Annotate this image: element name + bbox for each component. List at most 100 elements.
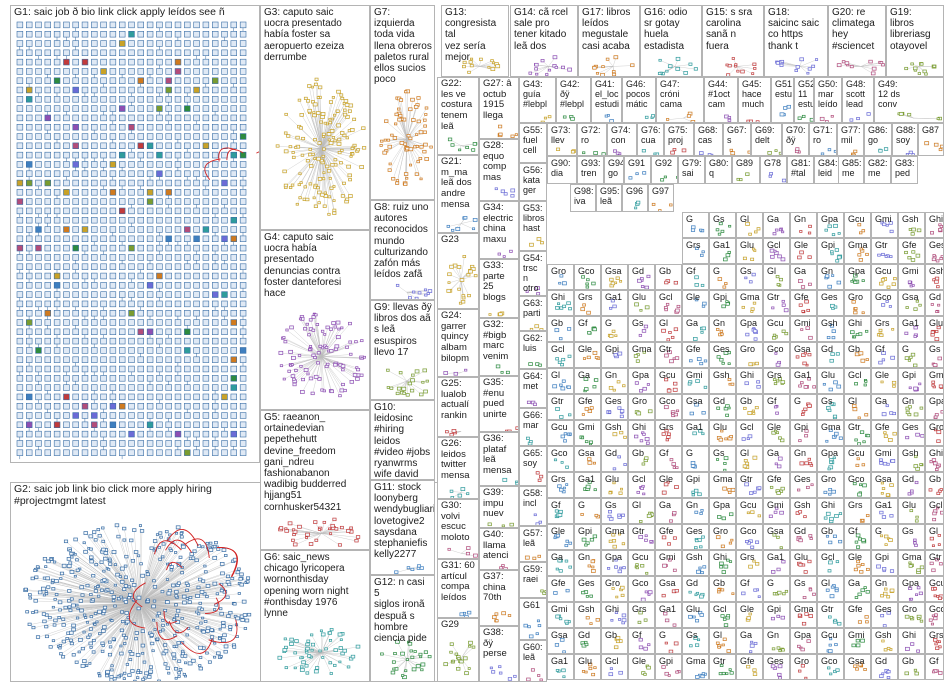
group-small[interactable]: Gn — [790, 212, 817, 238]
group-small[interactable]: Glu — [628, 290, 655, 316]
group-g91[interactable]: G91 — [624, 156, 651, 184]
group-g88[interactable]: G88: soy — [892, 123, 918, 156]
group-g92[interactable]: G92 — [651, 156, 678, 184]
group-small[interactable]: Gcl — [844, 368, 871, 394]
group-g98[interactable]: G98: iva — [570, 184, 596, 212]
group-g15[interactable]: G15: s sra carolina sanã n fuera — [702, 5, 764, 77]
group-small[interactable]: Gb — [547, 316, 574, 342]
group-small[interactable]: Gle — [871, 368, 898, 394]
group-g56[interactable]: G56: kata ger — [519, 163, 547, 201]
group-g8[interactable]: G8: ruiz uno autores reconocidos mundo c… — [370, 200, 435, 300]
group-small[interactable]: Gb — [655, 264, 682, 290]
group-g84[interactable]: G84: leid — [814, 156, 841, 184]
group-g36[interactable]: G36: plataf leã mensa — [479, 432, 519, 486]
group-small[interactable]: Gsh — [709, 368, 736, 394]
group-g14[interactable]: G14: cã rcel sale pro tener kitado leã d… — [510, 5, 578, 77]
group-small[interactable]: Gn — [817, 264, 844, 290]
group-g17[interactable]: G17: libros leídos megustale casi acaba — [578, 5, 640, 77]
group-g9[interactable]: G9: llevas ðÿ libros dos aã s leã esuspi… — [370, 300, 435, 400]
group-small[interactable]: Gs — [709, 212, 736, 238]
group-small[interactable]: Gl — [763, 264, 790, 290]
group-small[interactable]: Ga — [790, 264, 817, 290]
group-g64[interactable]: G64: met — [519, 369, 547, 408]
group-g62[interactable]: G62: luis — [519, 331, 547, 369]
group-g78[interactable]: G78 — [760, 156, 787, 184]
group-small[interactable]: Gtr — [763, 290, 790, 316]
group-small[interactable]: Gl — [655, 316, 682, 342]
group-g49[interactable]: G49: 12 ds conv — [874, 77, 944, 123]
group-small[interactable]: Grs — [574, 290, 601, 316]
group-small[interactable]: Ga1 — [601, 290, 628, 316]
group-small[interactable]: Gtr — [655, 342, 682, 368]
group-g77[interactable]: G77: mil — [837, 123, 864, 156]
group-small[interactable]: Ges — [817, 290, 844, 316]
group-small[interactable]: Gpi — [817, 238, 844, 264]
group-small[interactable]: Grs — [763, 368, 790, 394]
group-g57[interactable]: G57: leã — [519, 526, 547, 562]
group-small[interactable]: Gco — [763, 342, 790, 368]
group-g30[interactable]: G30: volvi escuc moloto — [437, 499, 479, 559]
group-small[interactable]: Gcu — [844, 212, 871, 238]
group-small[interactable]: Gle — [790, 238, 817, 264]
group-small[interactable]: Gpa — [844, 264, 871, 290]
group-small[interactable]: Gfe — [898, 238, 925, 264]
group-g71[interactable]: G71: ro — [809, 123, 837, 156]
group-g28[interactable]: G28: equo comp mas — [479, 139, 519, 201]
group-small[interactable]: Gma — [628, 342, 655, 368]
group-small[interactable]: Gcl — [763, 238, 790, 264]
group-g46[interactable]: G46: pocos mátic — [622, 77, 656, 123]
group-small[interactable]: Gfe — [790, 290, 817, 316]
group-small[interactable]: Gmi — [898, 264, 925, 290]
group-g7[interactable]: G7: izquierda toda vida llena obreros pa… — [370, 5, 435, 200]
group-small[interactable]: Gsa — [898, 290, 925, 316]
group-small[interactable]: Gcu — [763, 316, 790, 342]
group-small[interactable]: Gcl — [655, 290, 682, 316]
group-small[interactable]: Ghi — [736, 368, 763, 394]
group-g55[interactable]: G55: fuel cell — [519, 123, 547, 163]
group-g54[interactable]: G54: trsc n otro — [519, 251, 547, 296]
group-small[interactable]: Gtr — [547, 394, 574, 420]
group-small[interactable]: Gsa — [682, 394, 709, 420]
group-g12[interactable]: G12: n casi 5 siglos ironã despuã s homb… — [370, 575, 435, 682]
group-small[interactable]: G — [709, 264, 736, 290]
group-small[interactable]: Gma — [844, 238, 871, 264]
group-g74[interactable]: G74: con — [607, 123, 637, 156]
group-g58[interactable]: G58: incl — [519, 486, 547, 526]
group-small[interactable]: Gpi — [709, 290, 736, 316]
group-g65[interactable]: G65: soy — [519, 446, 547, 486]
group-g44[interactable]: G44: #1oct cam — [704, 77, 738, 123]
group-g83[interactable]: G83: ped — [891, 156, 918, 184]
group-g40[interactable]: G40: llama atenci — [479, 528, 519, 570]
group-g23[interactable]: G23 — [437, 233, 479, 309]
group-g24[interactable]: G24: garrer quincy albam bilopm — [437, 309, 479, 377]
group-g5[interactable]: G5: raeanon_ ortainedevian pepethehutt d… — [260, 410, 370, 550]
group-small[interactable]: G — [898, 342, 925, 368]
group-g61[interactable]: G61 — [519, 598, 547, 640]
group-small[interactable]: Gcu — [655, 368, 682, 394]
group-g20[interactable]: G20: re climatega hey #sciencet — [828, 5, 886, 77]
group-g16[interactable]: G16: odio sr gotay huela estadista — [640, 5, 702, 77]
group-small[interactable]: Gle — [682, 290, 709, 316]
group-small[interactable]: Ghi — [547, 290, 574, 316]
group-g93[interactable]: G93: tren — [577, 156, 604, 184]
group-g47[interactable]: G47: cróni cama — [656, 77, 704, 123]
group-small[interactable]: Gfe — [574, 394, 601, 420]
group-g22[interactable]: G22: les ve costura tenem leã — [437, 77, 479, 155]
group-small[interactable]: Gf — [871, 342, 898, 368]
group-g27[interactable]: G27: â octub 1915 llega — [479, 77, 519, 139]
group-g51[interactable]: G51 estu — [771, 77, 794, 123]
group-small[interactable]: Gro — [628, 394, 655, 420]
group-g10[interactable]: G10: leidosinc #hiring leidos #video #jo… — [370, 400, 435, 480]
group-small[interactable]: Gro — [547, 264, 574, 290]
group-small[interactable]: Gma — [736, 290, 763, 316]
group-g33[interactable]: G33: parte 25 blogs — [479, 259, 519, 318]
group-small[interactable]: Gco — [574, 264, 601, 290]
group-small[interactable]: Ges — [601, 394, 628, 420]
group-g94[interactable]: G94: go — [604, 156, 624, 184]
group-g87[interactable]: G87 — [918, 123, 944, 156]
group-small[interactable]: Ga — [574, 368, 601, 394]
group-small[interactable]: Gs — [628, 316, 655, 342]
group-g73[interactable]: G73: llev — [547, 123, 577, 156]
group-g26[interactable]: G26: leidos twitter mensa — [437, 437, 479, 499]
group-g60[interactable]: G60: leã — [519, 640, 547, 682]
